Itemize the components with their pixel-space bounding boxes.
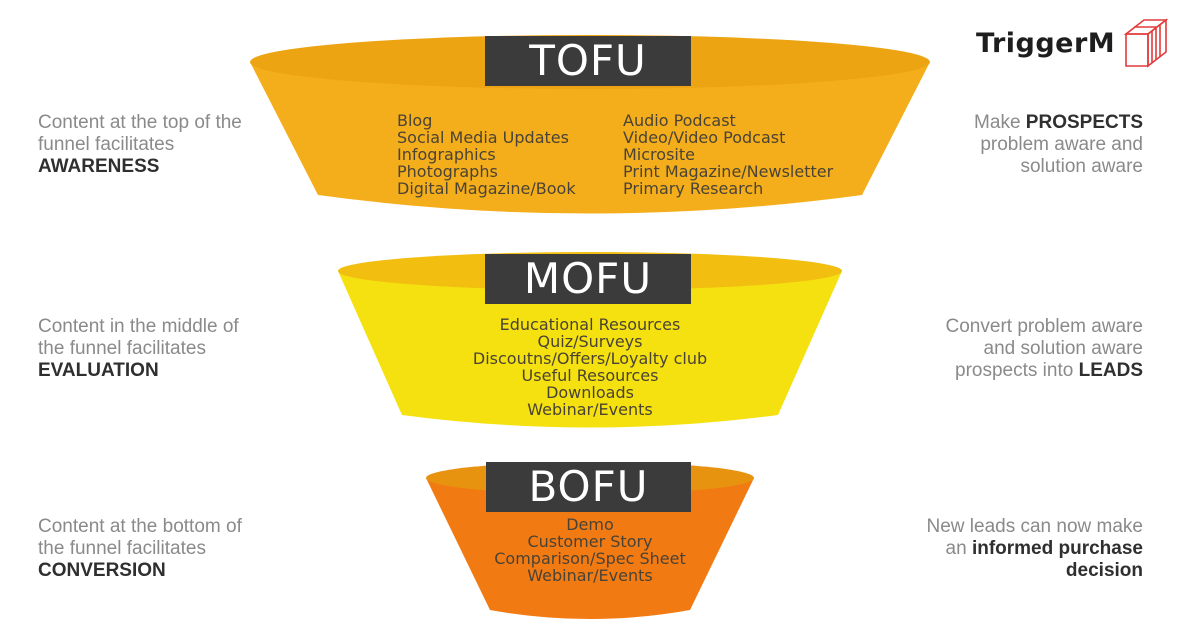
- mofu-left-description: Content in the middle of the funnel faci…: [38, 316, 239, 382]
- content-item: Audio Podcast: [623, 111, 736, 130]
- desc-text: an: [945, 538, 972, 559]
- desc-line: the funnel facilitates: [38, 338, 206, 359]
- desc-line: problem aware and: [980, 134, 1143, 155]
- content-item: Webinar/Events: [527, 566, 653, 585]
- desc-emphasis: EVALUATION: [38, 360, 159, 381]
- content-item: Useful Resources: [521, 366, 659, 385]
- content-item: Social Media Updates: [397, 128, 569, 147]
- desc-line: Content at the top of the: [38, 112, 242, 133]
- content-item: Webinar/Events: [527, 400, 653, 419]
- desc-text: prospects into: [955, 360, 1079, 381]
- desc-emphasis: decision: [1065, 560, 1143, 581]
- brand-logo: TriggerM: [976, 28, 1116, 59]
- content-item: Microsite: [623, 145, 695, 164]
- desc-line: Content at the bottom of: [38, 516, 242, 537]
- content-item: Demo: [566, 515, 614, 534]
- desc-line: solution aware: [1020, 156, 1143, 177]
- desc-text: Make: [974, 112, 1026, 133]
- desc-emphasis: AWARENESS: [38, 156, 160, 177]
- content-item: Quiz/Surveys: [537, 332, 643, 351]
- tofu-content-right: Audio Podcast Video/Video Podcast Micros…: [623, 112, 833, 197]
- tofu-left-description: Content at the top of the funnel facilit…: [38, 112, 242, 178]
- content-item: Digital Magazine/Book: [397, 179, 576, 198]
- desc-emphasis: CONVERSION: [38, 560, 166, 581]
- desc-emphasis: PROSPECTS: [1025, 112, 1143, 133]
- mofu-content: Educational Resources Quiz/Surveys Disco…: [440, 316, 740, 418]
- tofu-funnel-segment: [250, 62, 930, 214]
- content-item: Educational Resources: [499, 315, 681, 334]
- mofu-label: MOFU: [485, 254, 691, 304]
- content-item: Customer Story: [527, 532, 653, 551]
- bofu-label: BOFU: [486, 462, 691, 512]
- content-item: Blog: [397, 111, 433, 130]
- tofu-content-left: Blog Social Media Updates Infographics P…: [397, 112, 576, 197]
- content-item: Primary Research: [623, 179, 764, 198]
- tofu-label: TOFU: [485, 36, 691, 86]
- bofu-right-description: New leads can now make an informed purch…: [927, 516, 1144, 582]
- content-item: Print Magazine/Newsletter: [623, 162, 834, 181]
- content-item: Discoutns/Offers/Loyalty club: [472, 349, 708, 368]
- content-item: Photographs: [397, 162, 498, 181]
- desc-line: funnel facilitates: [38, 134, 175, 155]
- desc-emphasis: LEADS: [1078, 360, 1143, 381]
- mofu-funnel-segment: [338, 271, 842, 428]
- mofu-right-description: Convert problem aware and solution aware…: [946, 316, 1143, 382]
- content-item: Downloads: [546, 383, 634, 402]
- bofu-left-description: Content at the bottom of the funnel faci…: [38, 516, 242, 582]
- bofu-funnel-segment: [426, 478, 754, 619]
- desc-line: and solution aware: [983, 338, 1144, 359]
- content-item: Infographics: [397, 145, 496, 164]
- desc-line: the funnel facilitates: [38, 538, 206, 559]
- cube-logo-icon: [1123, 18, 1169, 68]
- desc-line: Convert problem aware: [945, 316, 1143, 337]
- content-item: Video/Video Podcast: [623, 128, 786, 147]
- desc-line: Content in the middle of: [38, 316, 239, 337]
- tofu-right-description: Make PROSPECTS problem aware and solutio…: [974, 112, 1143, 178]
- desc-line: New leads can now make: [926, 516, 1144, 537]
- content-item: Comparison/Spec Sheet: [494, 549, 686, 568]
- bofu-content: Demo Customer Story Comparison/Spec Shee…: [470, 516, 710, 584]
- desc-emphasis: informed purchase: [971, 538, 1143, 559]
